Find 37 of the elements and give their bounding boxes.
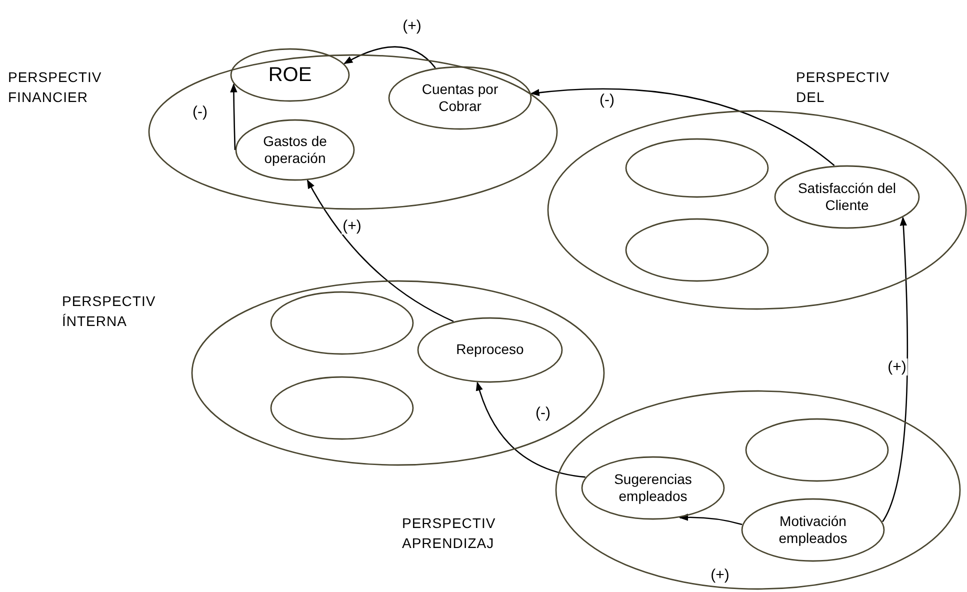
arrow [230,83,238,150]
edge-label: (+) [342,218,362,234]
edge-label: (-) [192,104,208,120]
arrow [344,46,436,68]
perspective-heading: PERSPECTIV APRENDIZAJ [402,514,497,553]
edge-label: (+) [886,358,908,376]
edge-label: (+) [402,18,422,34]
ellipse [625,218,769,282]
node-label: Reproceso [456,341,524,359]
arrow [882,216,908,522]
node-label: Cuentas por Cobrar [420,80,500,116]
ellipse [745,418,889,482]
ellipse-node [741,498,885,562]
arrow [476,382,586,478]
ellipse-node [388,66,532,130]
edge-label: (-) [598,92,616,108]
ellipse [625,138,769,198]
arrow [306,180,454,322]
ellipse [270,376,414,440]
ellipse-node [230,48,350,102]
perspective-heading: PERSPECTIV DEL [796,68,891,107]
ellipse-node [235,119,355,181]
perspective-heading: PERSPECTIV ÍNTERNA [62,292,157,331]
edge-label: (+) [710,566,730,584]
node-label: Satisfacción del Cliente [796,180,898,214]
node-label: Gastos de operación [262,132,328,168]
perspective-heading: PERSPECTIV FINANCIER [8,68,103,107]
arrow [530,88,835,166]
ellipse-node [417,317,563,383]
edge-label: (-) [534,404,552,422]
ellipse-node [774,165,920,229]
ellipse-node [581,456,725,520]
node-label: Motivación empleados [778,512,848,548]
node-label: ROE [268,62,312,88]
ellipse [270,291,414,355]
arrow [679,514,742,526]
node-label: Sugerencias empleados [613,470,693,506]
